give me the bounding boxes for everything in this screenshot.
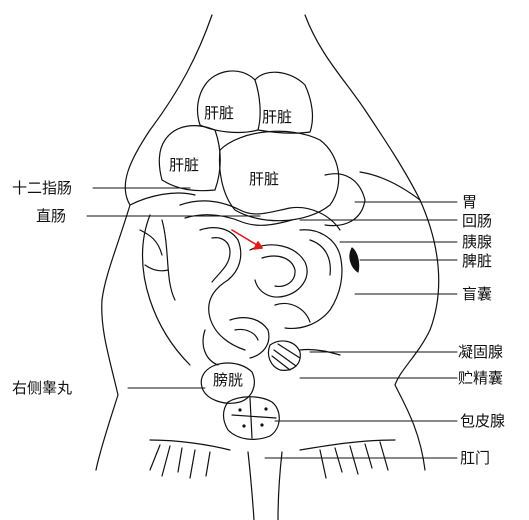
liver bbox=[159, 71, 338, 221]
stomach bbox=[325, 174, 365, 226]
label-duodenum: 十二指肠 bbox=[12, 179, 72, 197]
label-rectum: 直肠 bbox=[36, 207, 66, 225]
seminal-region bbox=[268, 341, 340, 370]
label-liver-3: 肝脏 bbox=[169, 156, 199, 174]
label-bladder: 膀胱 bbox=[213, 371, 243, 389]
red-arrow bbox=[232, 230, 262, 249]
intestines bbox=[180, 201, 342, 365]
label-right-testis: 右侧睾丸 bbox=[12, 379, 72, 397]
label-liver-2: 肝脏 bbox=[262, 108, 292, 126]
label-coagulating-gland: 凝固腺 bbox=[458, 343, 503, 361]
label-liver-4: 肝脏 bbox=[249, 170, 279, 188]
label-cecum: 盲囊 bbox=[462, 285, 492, 303]
label-spleen: 脾脏 bbox=[462, 252, 492, 270]
label-stomach: 胃 bbox=[462, 193, 477, 211]
spleen-shape bbox=[350, 248, 359, 272]
label-preputial-gland: 包皮腺 bbox=[460, 412, 505, 430]
label-liver-1: 肝脏 bbox=[204, 104, 234, 122]
label-ileum: 回肠 bbox=[462, 212, 492, 230]
left-flank bbox=[140, 215, 190, 365]
label-pancreas: 胰腺 bbox=[462, 233, 492, 251]
label-seminal-vesicle: 贮精囊 bbox=[458, 369, 503, 387]
label-anus: 肛门 bbox=[460, 449, 490, 467]
tail-base bbox=[150, 440, 395, 520]
